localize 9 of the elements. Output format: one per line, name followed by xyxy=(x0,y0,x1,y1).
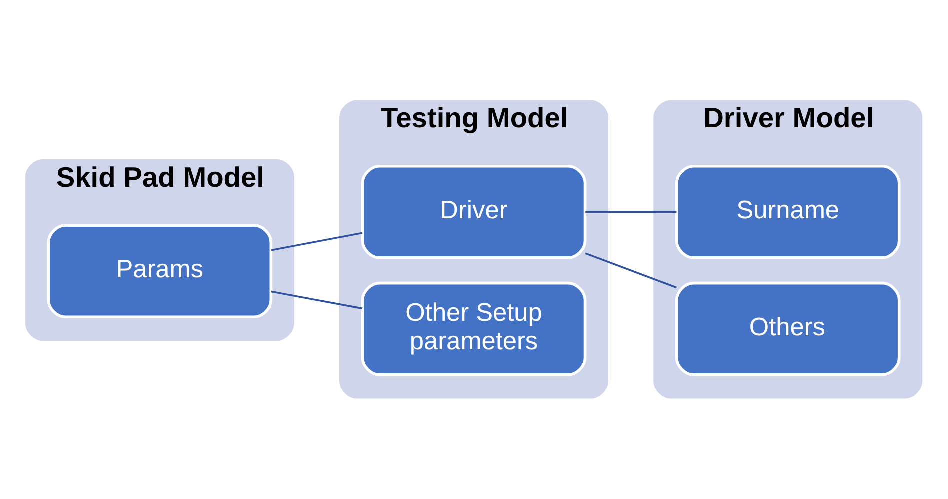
connector xyxy=(271,290,363,310)
node-box: Params xyxy=(47,224,273,319)
node-box: Others xyxy=(675,282,901,376)
node-box: Driver xyxy=(361,165,587,260)
connector xyxy=(585,252,677,289)
node-box: Surname xyxy=(675,165,901,260)
connector xyxy=(271,232,363,252)
node-box: Other Setup parameters xyxy=(361,282,587,376)
connector xyxy=(586,211,677,214)
